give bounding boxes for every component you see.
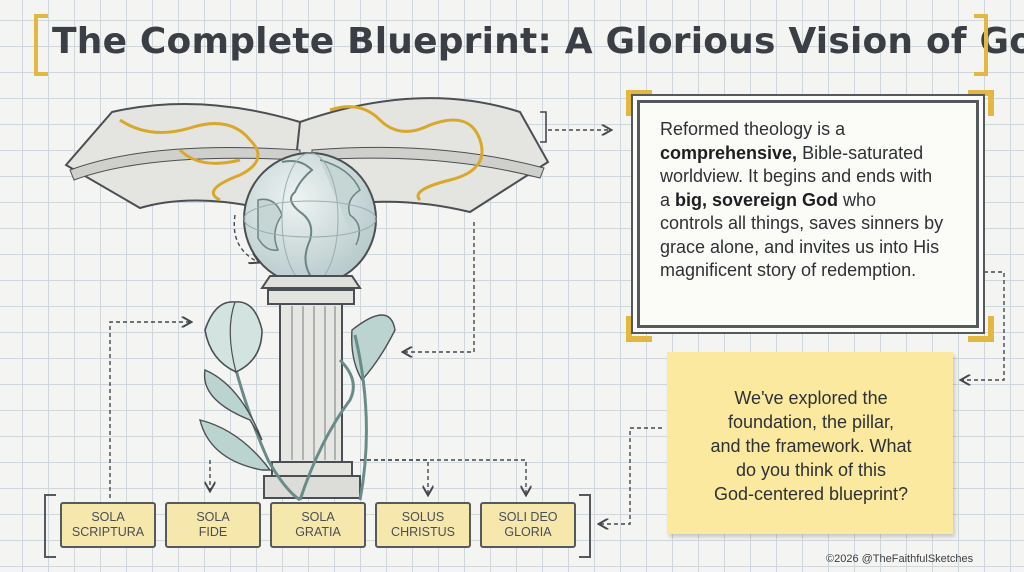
note-line-4: do you think of this <box>735 460 887 480</box>
desc-line-4-pre: a <box>660 189 676 210</box>
title-bracket-right <box>974 14 988 76</box>
corner-tl <box>626 90 652 116</box>
description-text: Reformed theology is a comprehensive, Bi… <box>660 118 972 283</box>
sticky-note <box>667 352 953 534</box>
description-box <box>637 100 979 328</box>
note-line-5: God-centered blueprint? <box>713 484 909 504</box>
solas-frame-right <box>579 494 591 558</box>
desc-line-1: Reformed theology is a <box>660 119 846 139</box>
corner-bl <box>626 316 652 342</box>
tulip-icon <box>199 301 396 502</box>
solas-frame-left <box>44 494 56 558</box>
desc-line-2: comprehensive, Bible-saturated <box>660 142 972 166</box>
note-line-2: foundation, the pillar, <box>727 412 895 432</box>
globe-icon <box>243 152 377 286</box>
desc-bold-comprehensive: comprehensive, <box>660 142 798 163</box>
desc-line-7: magnificent story of redemption. <box>660 260 917 280</box>
desc-line-2-rest: Bible-saturated <box>797 142 924 163</box>
corner-br <box>968 316 994 342</box>
sticky-note-text: We've explored the foundation, the pilla… <box>680 386 942 506</box>
desc-bold-sovereign: big, sovereign God <box>675 189 839 210</box>
note-line-1: We've explored the <box>734 388 888 408</box>
credit-text: ©2026 @TheFaithfulSketches <box>826 553 974 565</box>
desc-line-4: a big, sovereign God who <box>660 189 972 213</box>
title-bracket-left <box>34 14 48 76</box>
pillar-icon <box>260 275 362 499</box>
desc-line-6: grace alone, and invites us into His <box>660 236 940 257</box>
note-line-3: and the framework. What <box>710 436 912 456</box>
desc-line-3: worldview. It begins and ends with <box>660 166 933 186</box>
page-title: The Complete Blueprint: A Glorious Visio… <box>52 21 1024 62</box>
desc-line-4-rest: who <box>838 189 877 210</box>
corner-tr <box>968 90 994 116</box>
desc-line-5: controls all things, saves sinners by <box>660 213 944 233</box>
